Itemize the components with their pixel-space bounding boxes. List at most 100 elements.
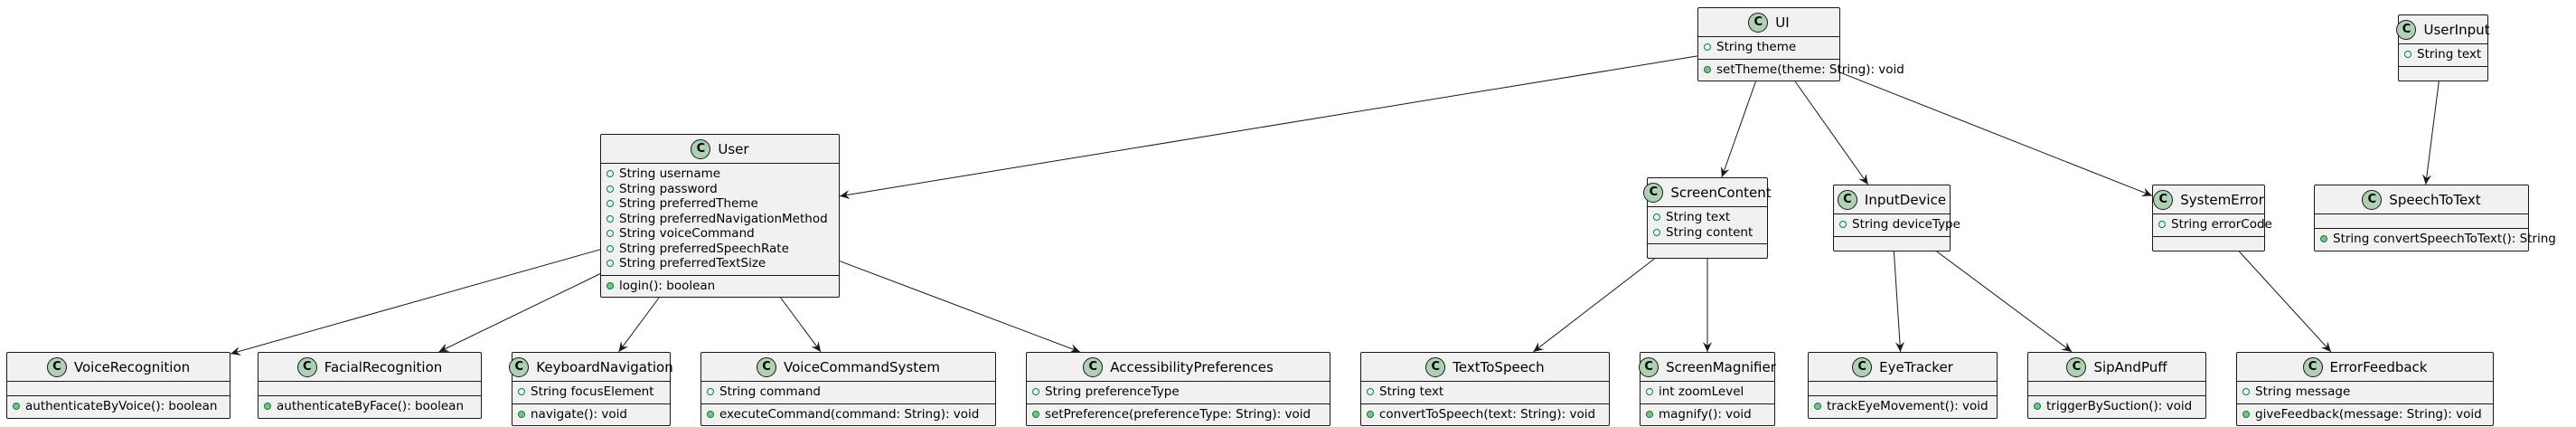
class-name: SipAndPuff: [2093, 358, 2167, 375]
public-visibility-icon: [606, 200, 614, 208]
class-fields-section: String theme: [1698, 36, 1839, 59]
class-field: String preferredNavigationMethod: [606, 212, 833, 227]
public-visibility-icon: [1653, 214, 1660, 222]
field-text: String command: [719, 384, 821, 399]
class-field: String preferredSpeechRate: [606, 242, 833, 257]
class-field: String theme: [1704, 40, 1834, 55]
class-name: UI: [1775, 14, 1790, 31]
class-methods-section: setPreference(preferenceType: String): v…: [1027, 403, 1330, 426]
field-text: String preferredTheme: [619, 196, 758, 211]
public-visibility-icon: [1704, 65, 1711, 73]
class-name: KeyboardNavigation: [536, 358, 673, 375]
field-text: String focusElement: [531, 384, 654, 399]
public-visibility-icon: [1032, 388, 1039, 396]
class-stereotype-icon: C: [1643, 182, 1664, 203]
class-methods-section: [2153, 235, 2264, 251]
public-visibility-icon: [1032, 410, 1039, 418]
public-visibility-icon: [1814, 403, 1821, 411]
class-name: UserInput: [2423, 21, 2490, 38]
class-stereotype-icon: C: [691, 138, 711, 159]
public-visibility-icon: [606, 260, 614, 268]
class-method: String convertSpeechToText(): String: [2320, 232, 2556, 247]
method-text: authenticateByFace(): boolean: [277, 399, 465, 413]
method-text: executeCommand(command: String): void: [719, 406, 980, 422]
public-visibility-icon: [2158, 221, 2166, 229]
relation-arrow: [1839, 71, 2153, 196]
public-visibility-icon: [707, 388, 714, 396]
class-method: authenticateByVoice(): boolean: [13, 399, 224, 414]
field-text: String text: [2417, 47, 2482, 62]
public-visibility-icon: [2034, 403, 2041, 411]
field-text: String deviceType: [1852, 217, 1960, 232]
relation-arrow: [1533, 258, 1655, 353]
relation-arrow: [2422, 81, 2440, 185]
class-fields-section: String text: [2399, 43, 2487, 66]
class-stereotype-icon: C: [509, 356, 530, 377]
method-text: navigate(): void: [531, 406, 627, 422]
class-methods-section: giveFeedback(message: String): void: [2237, 403, 2493, 426]
class-name: VoiceRecognition: [73, 358, 191, 375]
class-name: SpeechToText: [2389, 191, 2481, 208]
public-visibility-icon: [606, 230, 614, 238]
class-methods-section: authenticateByVoice(): boolean: [7, 395, 230, 418]
relation-arrow: [618, 297, 660, 353]
class-name: FacialRecognition: [324, 358, 443, 375]
class-method: trackEyeMovement(): void: [1814, 399, 1991, 414]
class-field: String text: [1653, 210, 1762, 225]
relation-arrow: [839, 261, 1081, 353]
class-method: convertToSpeech(text: String): void: [1367, 407, 1603, 422]
field-text: String content: [1666, 224, 1753, 240]
field-text: String password: [619, 181, 718, 196]
public-visibility-icon: [707, 410, 714, 418]
public-visibility-icon: [606, 244, 614, 252]
class-stereotype-icon: C: [2396, 19, 2417, 40]
relation-arrow: [230, 249, 601, 356]
field-text: String theme: [1716, 40, 1797, 54]
class-field: String deviceType: [1839, 217, 1960, 232]
class-name: TextToSpeech: [1453, 358, 1545, 375]
field-text: String errorCode: [2171, 217, 2272, 232]
class-fields-section: [2028, 381, 2205, 395]
class-fields-section: String deviceType: [1834, 214, 1960, 236]
class-name: SystemError: [2180, 191, 2264, 208]
class-methods-section: trackEyeMovement(): void: [1809, 395, 1997, 418]
class-methods-section: triggerBySuction(): void: [2028, 395, 2205, 418]
class-fields-section: String focusElement: [512, 381, 670, 403]
class-methods-section: convertToSpeech(text: String): void: [1361, 403, 1609, 426]
class-method: executeCommand(command: String): void: [707, 407, 990, 422]
class-name: ScreenMagnifier: [1666, 358, 1776, 375]
public-visibility-icon: [606, 170, 614, 178]
class-stereotype-icon: C: [1837, 189, 1857, 210]
class-fields-section: [1809, 381, 1997, 395]
class-fields-section: String text: [1361, 381, 1609, 403]
class-name: VoiceCommandSystem: [784, 358, 940, 375]
